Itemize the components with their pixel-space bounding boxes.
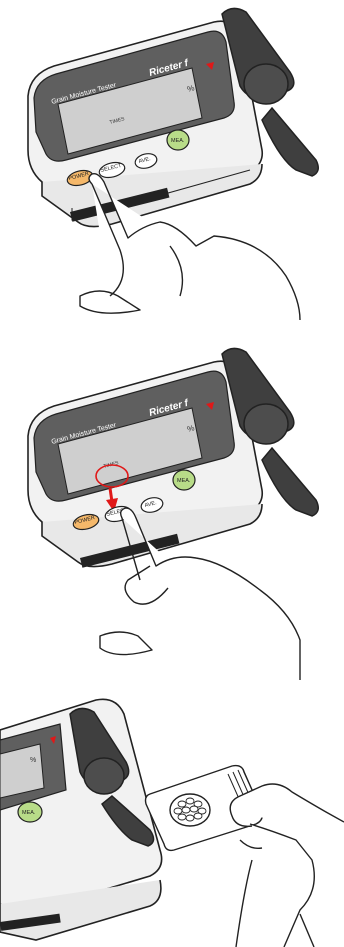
moisture-tester-device: Grain Moisture Tester Riceter f % TIMES … [28,348,318,567]
step-2-select-illustration: Grain Moisture Tester Riceter f % TIMES … [0,340,344,680]
svg-text:MEA.: MEA. [171,138,185,144]
grain-sample-icon [174,798,206,821]
moisture-tester-device-closeup: % MEA. [0,699,162,940]
step-1-power-illustration: Grain Moisture Tester Riceter f % TIMES … [0,0,344,320]
svg-text:MEA.: MEA. [22,810,36,816]
step-3-sample-insert-illustration: % MEA. [0,700,344,947]
mea-button[interactable]: MEA. [173,470,195,490]
holding-hand [230,784,344,947]
mea-button[interactable]: MEA. [167,130,189,150]
svg-text:MEA.: MEA. [177,478,191,484]
mea-button[interactable]: MEA. [18,802,42,822]
moisture-tester-device: Grain Moisture Tester Riceter f % TIMES … [28,8,318,226]
display-unit: % [30,757,36,764]
